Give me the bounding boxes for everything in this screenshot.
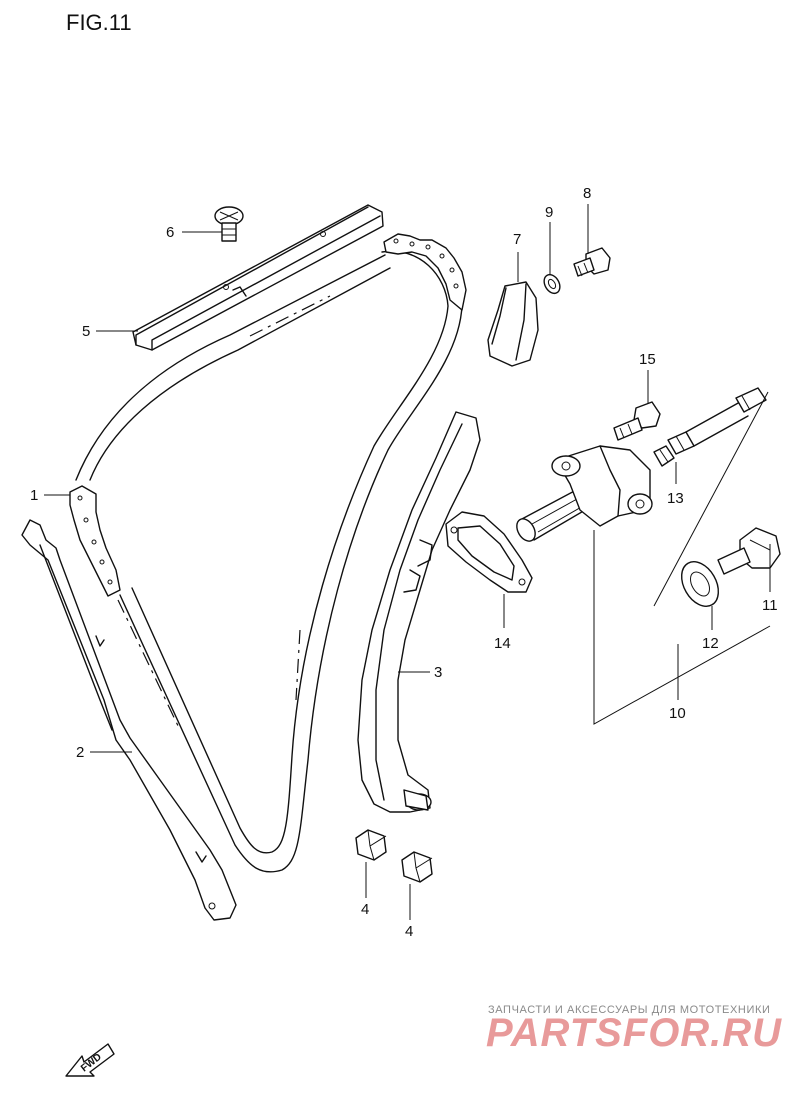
assembly-bracket <box>593 391 771 725</box>
chain-damper-b <box>401 851 433 883</box>
callout-6: 6 <box>166 224 174 241</box>
callout-7: 7 <box>513 231 521 248</box>
callout-1: 1 <box>30 487 38 504</box>
watermark: ЗАПЧАСТИ И АКСЕССУАРЫ ДЛЯ МОТОТЕХНИКИ PA… <box>486 1004 782 1055</box>
figure-title: FIG.11 <box>66 10 132 35</box>
callout-15: 15 <box>639 351 656 368</box>
tensioner-cap <box>487 281 539 367</box>
callout-2: 2 <box>76 744 84 761</box>
callout-8: 8 <box>583 185 591 202</box>
callout-5: 5 <box>82 323 90 340</box>
guide-bolt <box>214 206 244 242</box>
callout-13: 13 <box>667 490 684 507</box>
callout-labels: 1 2 3 4 4 5 6 7 8 9 10 11 12 13 14 15 <box>30 185 778 940</box>
callout-12: 12 <box>702 635 719 652</box>
callout-3: 3 <box>434 664 442 681</box>
watermark-logo: PARTSFOR.RU <box>486 1011 782 1055</box>
small-bolt <box>573 247 611 277</box>
upper-chain-guide <box>132 204 384 351</box>
tensioner-adjuster-body <box>516 387 767 542</box>
plug-bolt <box>717 527 781 575</box>
gasket-washer <box>680 561 720 607</box>
callout-9: 9 <box>545 204 553 221</box>
callout-11: 11 <box>762 597 778 614</box>
callout-4b: 4 <box>405 923 413 940</box>
callout-14: 14 <box>494 635 511 652</box>
watermark-tagline: ЗАПЧАСТИ И АКСЕССУАРЫ ДЛЯ МОТОТЕХНИКИ <box>488 1004 770 1016</box>
chain-damper-a <box>355 829 387 861</box>
tensioner-guide <box>357 411 481 813</box>
rear-chain-guide <box>21 519 237 921</box>
fwd-arrow-icon: FWD <box>65 1043 115 1077</box>
washer <box>543 273 561 295</box>
leader-lines <box>44 204 771 920</box>
callout-10: 10 <box>669 705 686 722</box>
callout-4a: 4 <box>361 901 369 918</box>
tensioner-gasket <box>445 511 533 593</box>
cam-chain <box>69 233 467 873</box>
